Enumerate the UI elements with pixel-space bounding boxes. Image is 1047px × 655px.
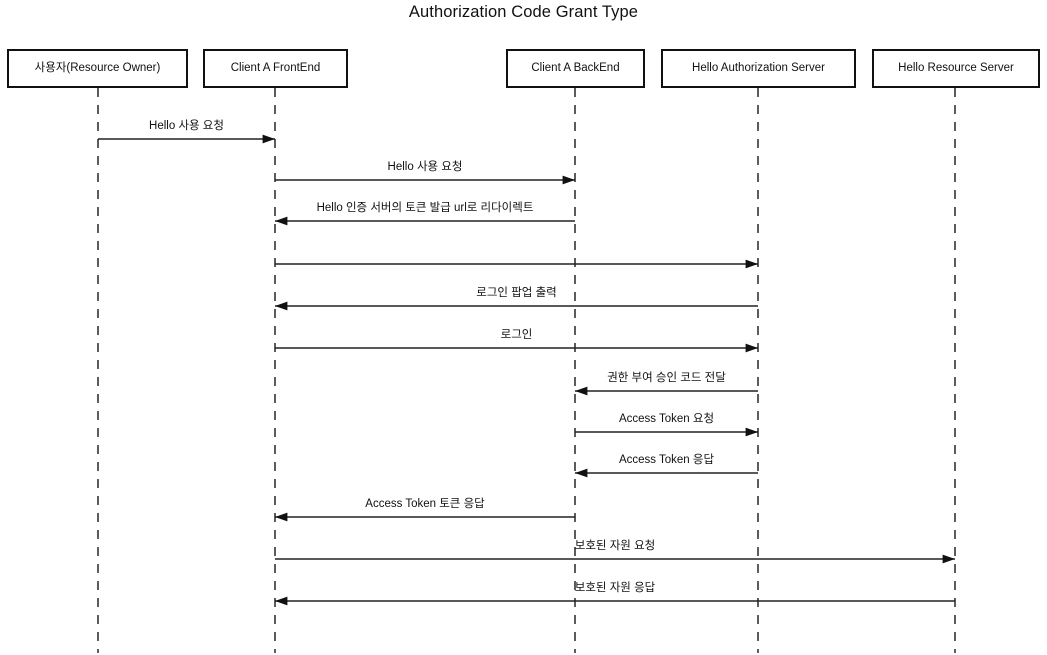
message-label-2: Hello 사용 요청 <box>387 161 463 173</box>
participant-box-client-backend[interactable]: Client A BackEnd <box>506 49 645 88</box>
participant-label: Client A FrontEnd <box>230 61 321 74</box>
message-label-1: Hello 사용 요청 <box>149 120 224 132</box>
message-label-9: Access Token 응답 <box>618 454 715 466</box>
participant-box-resource-server[interactable]: Hello Resource Server <box>872 49 1040 88</box>
participant-box-resource-owner[interactable]: 사용자(Resource Owner) <box>7 49 188 88</box>
participant-label: 사용자(Resource Owner) <box>34 61 161 74</box>
participant-label: Client A BackEnd <box>531 61 620 74</box>
participant-label: Hello Authorization Server <box>692 61 825 74</box>
message-label-11: 보호된 자원 요청 <box>574 540 656 552</box>
message-label-6: 로그인 <box>500 329 533 341</box>
message-label-7: 권한 부여 승인 코드 전달 <box>607 372 726 384</box>
page-title: Authorization Code Grant Type <box>408 3 639 21</box>
participant-box-client-frontend[interactable]: Client A FrontEnd <box>203 49 348 88</box>
message-label-10: Access Token 토큰 응답 <box>365 498 485 510</box>
message-label-8: Access Token 요청 <box>618 413 715 425</box>
message-label-3: Hello 인증 서버의 토큰 발급 url로 리다이렉트 <box>316 202 534 214</box>
participant-box-authorization-server[interactable]: Hello Authorization Server <box>661 49 856 88</box>
participant-label: Hello Resource Server <box>898 61 1014 74</box>
lifelines-group <box>97 88 956 653</box>
message-arrows-group <box>98 134 956 606</box>
message-label-5: 로그인 팝업 출력 <box>476 287 557 299</box>
message-label-12: 보호된 자원 응답 <box>574 582 656 594</box>
